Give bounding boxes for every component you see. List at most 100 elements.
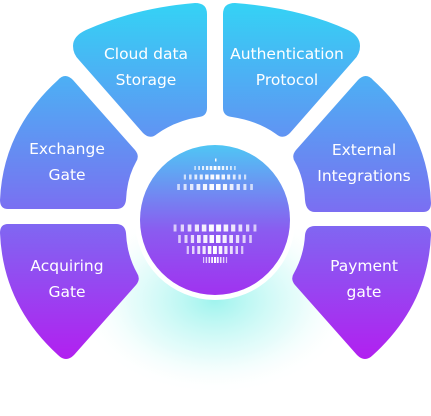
globe-cell bbox=[235, 235, 240, 243]
globe-cell bbox=[197, 235, 201, 243]
globe-cell bbox=[222, 184, 228, 190]
globe-cell bbox=[221, 174, 225, 180]
globe-cell bbox=[210, 174, 215, 180]
globe-cell bbox=[207, 246, 212, 254]
globe-cell bbox=[213, 166, 217, 170]
globe-cell bbox=[194, 224, 199, 232]
center-hub bbox=[135, 140, 295, 300]
segment-label-line1: External bbox=[332, 141, 396, 159]
globe-cell bbox=[223, 224, 229, 232]
globe-cell bbox=[183, 184, 187, 190]
segment-label-line2: Gate bbox=[48, 166, 85, 184]
globe-cell bbox=[202, 246, 206, 254]
globe-cell bbox=[236, 184, 240, 190]
globe-cell bbox=[190, 235, 195, 243]
globe-cell bbox=[230, 166, 232, 170]
globe-cell bbox=[205, 166, 209, 170]
globe-cell bbox=[178, 235, 181, 243]
segment-label-line2: Integrations bbox=[317, 167, 410, 185]
globe-cell bbox=[232, 174, 236, 180]
globe-cell bbox=[177, 184, 180, 190]
globe-cell bbox=[235, 246, 238, 254]
segment-label-line1: Payment bbox=[330, 257, 398, 275]
globe-cell bbox=[229, 246, 233, 254]
globe-cell bbox=[208, 224, 214, 232]
globe-cell bbox=[222, 235, 227, 243]
globe-cell bbox=[192, 246, 195, 254]
segment-label-line2: gate bbox=[347, 283, 382, 301]
globe-cell bbox=[194, 166, 196, 170]
globe-cell bbox=[244, 174, 247, 180]
globe-cell bbox=[183, 174, 186, 180]
globe-cell bbox=[194, 174, 198, 180]
globe-cell bbox=[229, 235, 233, 243]
globe-cell bbox=[225, 166, 228, 170]
globe-cell bbox=[173, 224, 177, 232]
globe-cell bbox=[217, 166, 221, 170]
globe-cell bbox=[242, 235, 246, 243]
globe-cell bbox=[203, 257, 205, 263]
globe-cell bbox=[201, 224, 207, 232]
globe-cell bbox=[180, 224, 184, 232]
segments: Cloud data Storage Authentication Protoc… bbox=[0, 3, 431, 359]
segment-cloud-data-storage[interactable]: Cloud data Storage bbox=[73, 3, 207, 137]
segment-acquiring-gate[interactable]: Acquiring Gate bbox=[0, 224, 139, 359]
globe-cell bbox=[216, 235, 221, 243]
globe-cell bbox=[215, 158, 217, 162]
globe-cell bbox=[209, 235, 214, 243]
globe-cell bbox=[241, 246, 244, 254]
globe-cell bbox=[214, 257, 217, 263]
globe-cell bbox=[224, 246, 228, 254]
globe-cell bbox=[218, 246, 223, 254]
segment-authentication-protocol[interactable]: Authentication Protocol bbox=[223, 3, 360, 137]
globe-cell bbox=[219, 257, 222, 263]
globe-cell bbox=[209, 166, 213, 170]
globe-cell bbox=[215, 174, 220, 180]
globe-cell bbox=[250, 184, 253, 190]
globe-cell bbox=[216, 184, 221, 190]
globe-cell bbox=[190, 184, 194, 190]
globe-cell bbox=[211, 257, 213, 263]
globe-cell bbox=[246, 224, 250, 232]
segment-payment-gate[interactable]: Payment gate bbox=[292, 226, 431, 359]
segment-label-line2: Storage bbox=[116, 71, 177, 89]
globe-cell bbox=[216, 224, 222, 232]
globe-cell bbox=[208, 257, 211, 263]
segment-label-line1: Authentication bbox=[230, 45, 344, 63]
segment-external-integrations[interactable]: External Integrations bbox=[293, 76, 431, 212]
globe-cell bbox=[222, 257, 225, 263]
globe-cell bbox=[216, 257, 219, 263]
globe-cell bbox=[249, 235, 252, 243]
globe-cell bbox=[203, 235, 208, 243]
globe-cell bbox=[221, 166, 225, 170]
globe-cell bbox=[189, 174, 192, 180]
segment-label-line2: Gate bbox=[48, 283, 85, 301]
globe-cell bbox=[238, 174, 241, 180]
globe-cell bbox=[184, 235, 188, 243]
segment-label-line1: Exchange bbox=[29, 140, 105, 158]
globe-cell bbox=[202, 166, 205, 170]
globe-cell bbox=[225, 257, 228, 263]
center-circle bbox=[140, 145, 290, 295]
globe-cell bbox=[187, 224, 192, 232]
globe-cell bbox=[234, 166, 236, 170]
globe-cell bbox=[253, 224, 257, 232]
globe-cell bbox=[213, 246, 217, 254]
globe-cell bbox=[198, 166, 200, 170]
segment-label-line2: Protocol bbox=[256, 71, 318, 89]
globe-cell bbox=[196, 184, 201, 190]
globe-cell bbox=[199, 174, 203, 180]
globe-cell bbox=[205, 257, 208, 263]
globe-cell bbox=[227, 174, 231, 180]
globe-cell bbox=[243, 184, 247, 190]
globe-cell bbox=[202, 184, 208, 190]
globe-cell bbox=[186, 246, 189, 254]
segment-label-line1: Cloud data bbox=[104, 45, 188, 63]
globe-cell bbox=[229, 184, 234, 190]
segment-label-line1: Acquiring bbox=[30, 257, 103, 275]
globe-cell bbox=[205, 174, 209, 180]
globe-icon bbox=[173, 158, 257, 263]
globe-cell bbox=[197, 246, 201, 254]
segment-exchange-gate[interactable]: Exchange Gate bbox=[0, 76, 138, 209]
